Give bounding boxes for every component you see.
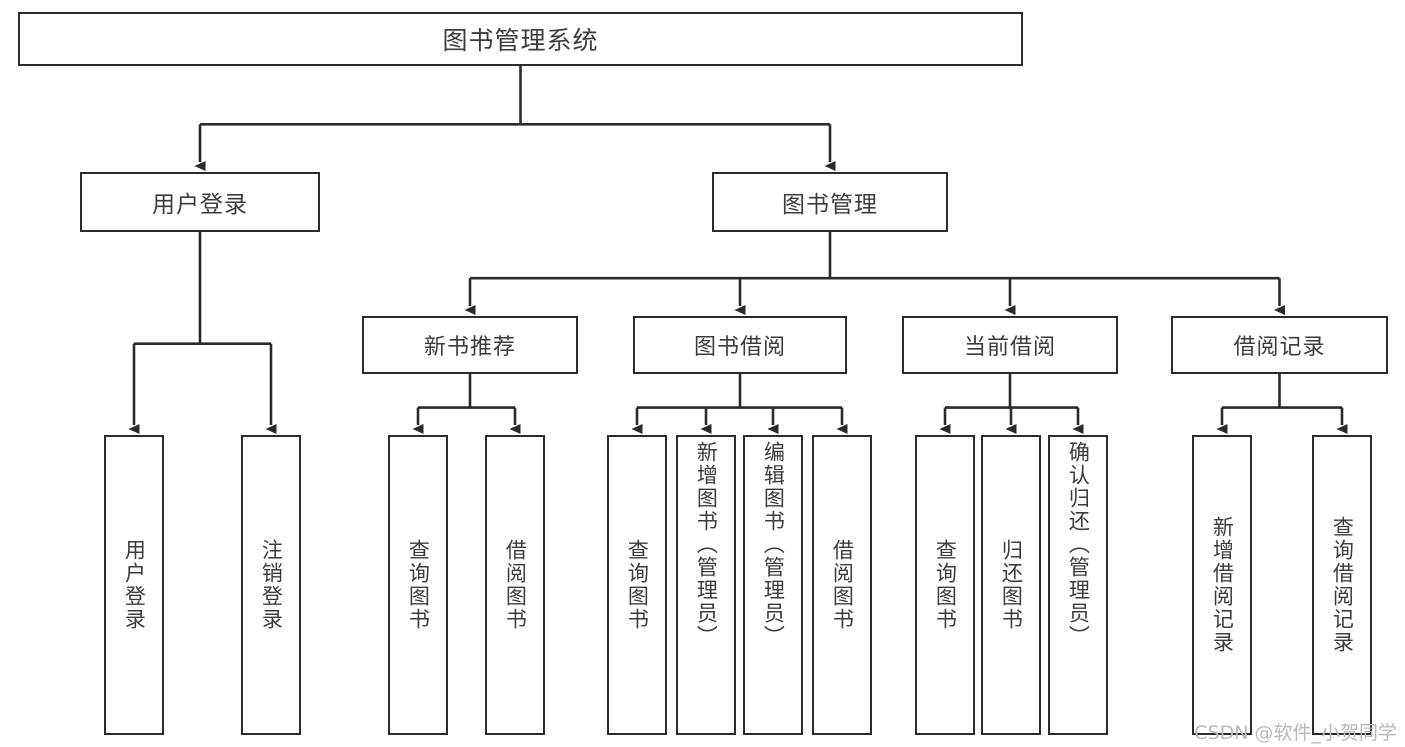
node-leaf-confirm-return[interactable]: 确认归还（管理员） — [1048, 435, 1108, 735]
node-leaf-logout[interactable]: 注销登录 — [241, 435, 301, 735]
node-borrow-record[interactable]: 借阅记录 — [1171, 316, 1388, 374]
node-leaf-edit-book-label: 编辑图书（管理员） — [761, 441, 786, 648]
node-new-book-rec[interactable]: 新书推荐 — [362, 316, 578, 374]
node-current-borrow-label: 当前借阅 — [963, 335, 1056, 360]
node-new-book-rec-label: 新书推荐 — [423, 335, 516, 360]
node-leaf-add-record[interactable]: 新增借阅记录 — [1192, 435, 1252, 735]
node-leaf-query-book-1[interactable]: 查询图书 — [388, 435, 448, 735]
node-leaf-query-book-2-label: 查询图书 — [625, 539, 650, 631]
node-leaf-return-book[interactable]: 归还图书 — [981, 435, 1041, 735]
node-borrow-record-label: 借阅记录 — [1233, 335, 1326, 360]
node-leaf-add-record-label: 新增借阅记录 — [1210, 516, 1235, 654]
node-book-manage-label: 图书管理 — [782, 192, 878, 218]
node-leaf-add-book-label: 新增图书（管理员） — [694, 441, 719, 648]
node-leaf-query-record-label: 查询借阅记录 — [1330, 516, 1355, 654]
node-leaf-user-login[interactable]: 用户登录 — [104, 435, 164, 735]
node-leaf-edit-book[interactable]: 编辑图书（管理员） — [743, 435, 803, 735]
node-book-borrow[interactable]: 图书借阅 — [633, 316, 847, 374]
node-leaf-borrow-book-2[interactable]: 借阅图书 — [812, 435, 872, 735]
node-leaf-borrow-book-1-label: 借阅图书 — [503, 539, 528, 631]
node-root-label: 图书管理系统 — [442, 26, 599, 55]
watermark-label: CSDN @软件_小贺同学 — [1194, 722, 1397, 744]
node-leaf-borrow-book-2-label: 借阅图书 — [830, 539, 855, 631]
node-leaf-query-book-3[interactable]: 查询图书 — [915, 435, 975, 735]
node-leaf-return-book-label: 归还图书 — [999, 539, 1024, 631]
node-leaf-borrow-book-1[interactable]: 借阅图书 — [485, 435, 545, 735]
node-root[interactable]: 图书管理系统 — [18, 12, 1023, 66]
node-leaf-query-record[interactable]: 查询借阅记录 — [1312, 435, 1372, 735]
node-book-manage[interactable]: 图书管理 — [712, 172, 948, 232]
node-leaf-query-book-2[interactable]: 查询图书 — [607, 435, 667, 735]
node-leaf-add-book[interactable]: 新增图书（管理员） — [676, 435, 736, 735]
node-current-borrow[interactable]: 当前借阅 — [902, 316, 1118, 374]
node-leaf-query-book-1-label: 查询图书 — [406, 539, 431, 631]
node-book-borrow-label: 图书借阅 — [693, 335, 786, 360]
node-user-login[interactable]: 用户登录 — [80, 172, 320, 232]
node-leaf-logout-label: 注销登录 — [259, 539, 284, 631]
node-user-login-label: 用户登录 — [152, 192, 248, 218]
node-leaf-user-login-label: 用户登录 — [122, 539, 147, 631]
node-leaf-query-book-3-label: 查询图书 — [933, 539, 958, 631]
node-leaf-confirm-return-label: 确认归还（管理员） — [1066, 441, 1091, 648]
